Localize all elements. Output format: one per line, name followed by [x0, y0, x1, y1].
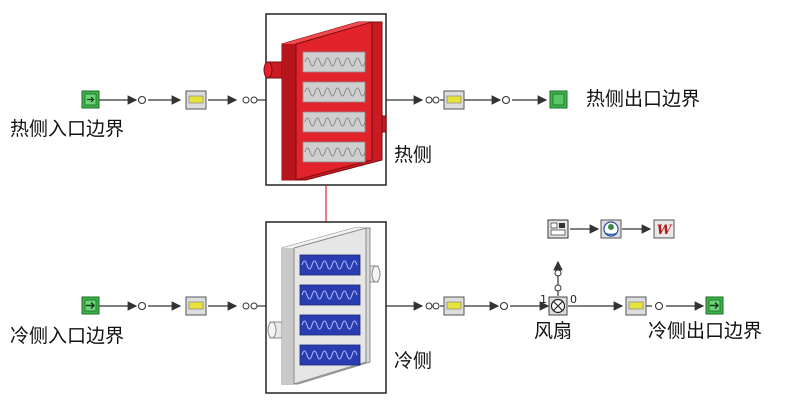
- controller-icon[interactable]: [547, 219, 569, 239]
- sensor-icon[interactable]: [443, 90, 465, 110]
- node-icon[interactable]: [554, 284, 562, 292]
- node-icon[interactable]: [250, 96, 258, 104]
- cold-outlet-boundary-icon[interactable]: [705, 296, 724, 315]
- node-icon[interactable]: [499, 301, 509, 311]
- sensor-icon[interactable]: [185, 90, 207, 110]
- fan-icon[interactable]: [548, 296, 568, 316]
- hot-inlet-boundary-icon[interactable]: [81, 90, 100, 109]
- node-icon[interactable]: [250, 302, 258, 310]
- sensor-icon[interactable]: [625, 296, 647, 316]
- node-icon[interactable]: [137, 95, 147, 105]
- power-symbol: W: [657, 223, 673, 238]
- cold-line: [98, 224, 705, 311]
- node-icon[interactable]: [554, 269, 562, 277]
- hot-outlet-label: 热侧出口边界: [586, 88, 701, 110]
- hot-outlet-boundary-icon[interactable]: [549, 90, 568, 109]
- node-icon[interactable]: [654, 301, 664, 311]
- heat-exchanger-hot-icon[interactable]: [263, 13, 387, 186]
- hot-side-label: 热侧: [394, 144, 433, 166]
- sensor-icon[interactable]: [185, 296, 207, 316]
- fan-port-right: 0: [570, 293, 577, 306]
- motor-icon[interactable]: [600, 219, 622, 239]
- hot-inlet-label: 热侧入口边界: [10, 118, 125, 140]
- node-icon[interactable]: [432, 96, 440, 104]
- node-icon[interactable]: [425, 302, 433, 310]
- fan-port-left: 1: [540, 293, 547, 306]
- node-icon[interactable]: [242, 96, 250, 104]
- node-icon[interactable]: [137, 301, 147, 311]
- cold-side-label: 冷侧: [394, 350, 433, 372]
- heat-exchanger-cold-icon[interactable]: [265, 221, 387, 394]
- cold-inlet-label: 冷侧入口边界: [10, 325, 125, 347]
- sensor-icon[interactable]: [443, 296, 465, 316]
- power-icon[interactable]: W: [653, 219, 675, 239]
- node-icon[interactable]: [432, 302, 440, 310]
- node-icon[interactable]: [501, 95, 511, 105]
- cold-inlet-boundary-icon[interactable]: [81, 296, 100, 315]
- node-icon[interactable]: [242, 302, 250, 310]
- node-icon[interactable]: [425, 96, 433, 104]
- fan-label: 风扇: [534, 320, 573, 342]
- cold-outlet-label: 冷侧出口边界: [648, 320, 763, 342]
